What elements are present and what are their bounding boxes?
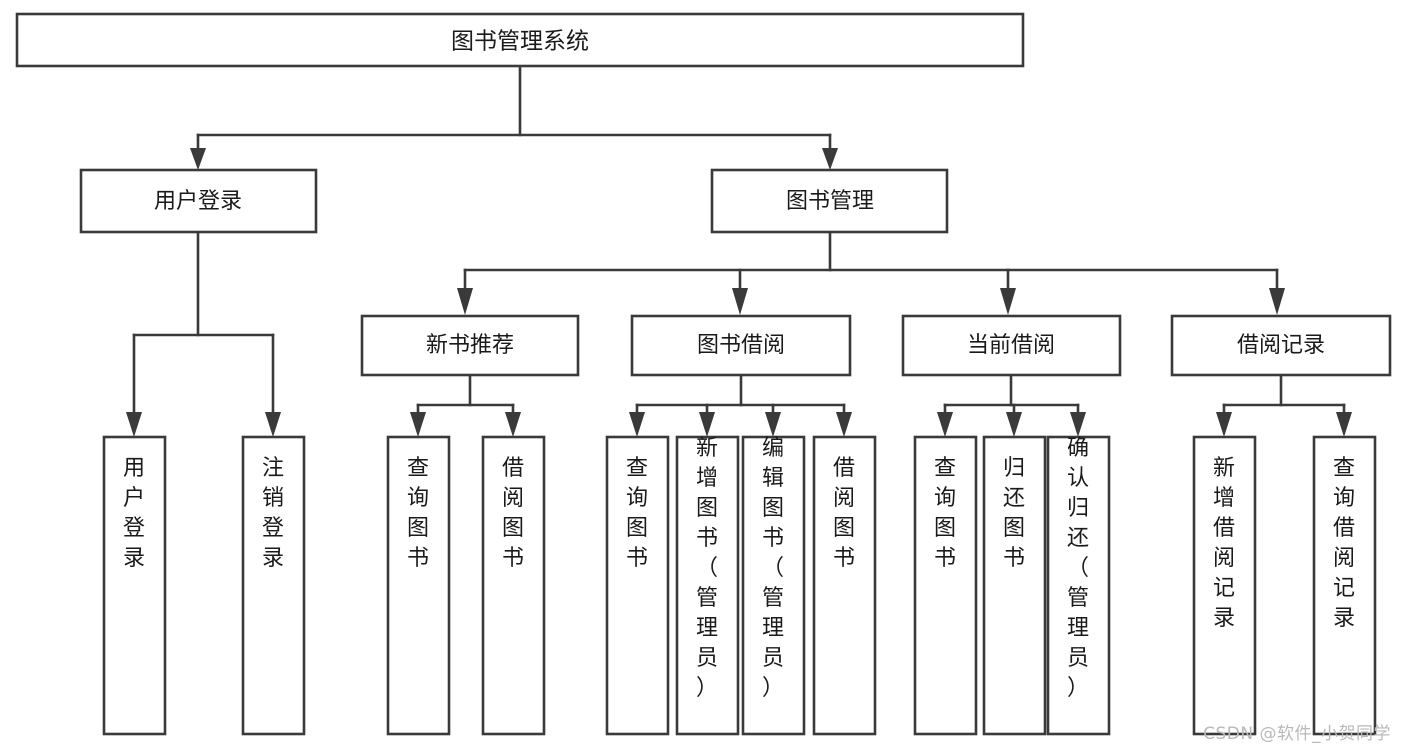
node-leaf-add-record-label: 新增借阅记录 [1213,456,1235,631]
connectors-group [126,64,1352,437]
node-leaf-confirm-return-box[interactable] [1046,435,1111,736]
node-current-borrow[interactable]: 当前借阅 [901,314,1122,377]
arrow-head-leaf-borrow-book-2 [836,412,852,437]
node-leaf-edit-book[interactable]: 编辑图书（管理员） [741,435,806,736]
node-leaf-add-record[interactable]: 新增借阅记录 [1192,435,1257,736]
node-root-label: 图书管理系统 [451,29,589,55]
node-leaf-edit-book-label: 编辑图书（管理员） [762,436,784,701]
node-book-borrow-box[interactable] [630,314,852,377]
node-leaf-logout[interactable]: 注销登录 [241,435,306,736]
arrow-head-leaf-add-book [699,412,715,437]
node-book-borrow-label: 图书借阅 [697,333,785,358]
arrow-head-leaf-return-book [1006,412,1022,437]
node-borrow-record-label: 借阅记录 [1237,333,1325,358]
node-leaf-query-book-1[interactable]: 查询图书 [386,435,451,736]
node-borrow-record-box[interactable] [1170,314,1392,377]
node-leaf-query-book-2-box[interactable] [605,435,670,736]
node-leaf-add-record-box[interactable] [1192,435,1257,736]
arrow-head-leaf-query-book-1 [410,412,426,437]
node-leaf-query-book-3-box[interactable] [913,435,978,736]
node-leaf-return-book[interactable]: 归还图书 [982,435,1047,736]
node-user-login-label: 用户登录 [154,189,242,214]
arrow-head-book-manage [822,148,838,170]
node-leaf-borrow-book-2-label: 借阅图书 [833,456,855,571]
node-leaf-user-login[interactable]: 用户登录 [102,435,167,736]
node-leaf-query-record-box[interactable] [1312,435,1377,736]
node-leaf-query-record-label: 查询借阅记录 [1333,456,1355,631]
node-leaf-query-book-2[interactable]: 查询图书 [605,435,670,736]
arrow-head-leaf-query-book-3 [937,412,953,437]
node-leaf-query-book-1-label: 查询图书 [407,456,429,571]
arrow-head-leaf-borrow-book-1 [505,412,521,437]
node-leaf-borrow-book-1-label: 借阅图书 [502,456,524,571]
node-root[interactable]: 图书管理系统 [15,12,1025,68]
node-new-book-rec-box[interactable] [360,314,580,377]
node-leaf-confirm-return-label: 确认归还（管理员） [1067,436,1089,701]
arrow-head-book-borrow [732,288,748,315]
node-current-borrow-box[interactable] [901,314,1122,377]
arrow-head-leaf-add-record [1216,412,1232,437]
node-leaf-borrow-book-2[interactable]: 借阅图书 [812,435,877,736]
arrow-head-leaf-query-record [1336,412,1352,437]
node-leaf-confirm-return[interactable]: 确认归还（管理员） [1046,435,1111,736]
arrow-head-current-borrow [1000,288,1016,315]
node-book-borrow[interactable]: 图书借阅 [630,314,852,377]
node-leaf-query-book-3[interactable]: 查询图书 [913,435,978,736]
node-leaf-query-book-1-box[interactable] [386,435,451,736]
node-borrow-record[interactable]: 借阅记录 [1170,314,1392,377]
arrow-head-leaf-query-book-2 [629,412,645,437]
node-leaf-borrow-book-1[interactable]: 借阅图书 [481,435,546,736]
node-leaf-query-record[interactable]: 查询借阅记录 [1312,435,1377,736]
node-leaf-logout-box[interactable] [241,435,306,736]
arrow-head-leaf-confirm-return [1070,412,1086,437]
node-leaf-add-book-box[interactable] [675,435,740,736]
node-new-book-rec[interactable]: 新书推荐 [360,314,580,377]
node-leaf-user-login-label: 用户登录 [123,456,145,571]
node-current-borrow-label: 当前借阅 [967,333,1055,358]
node-leaf-return-book-label: 归还图书 [1003,456,1025,571]
arrow-head-user-login [190,148,206,170]
arrow-head-new-book-rec [457,288,473,315]
node-leaf-logout-label: 注销登录 [262,456,284,571]
node-leaf-add-book-label: 新增图书（管理员） [696,436,718,701]
node-leaf-return-book-box[interactable] [982,435,1047,736]
arrow-head-leaf-logout [265,412,281,437]
node-user-login[interactable]: 用户登录 [79,168,318,234]
node-leaf-edit-book-box[interactable] [741,435,806,736]
node-leaf-borrow-book-1-box[interactable] [481,435,546,736]
arrow-head-borrow-record [1269,288,1285,315]
arrow-head-leaf-edit-book [765,412,781,437]
node-leaf-user-login-box[interactable] [102,435,167,736]
node-user-login-box[interactable] [79,168,318,234]
node-leaf-query-book-2-label: 查询图书 [626,456,648,571]
node-book-manage-label: 图书管理 [786,189,874,214]
arrow-head-leaf-user-login [126,412,142,437]
node-new-book-rec-label: 新书推荐 [426,333,514,358]
node-leaf-add-book[interactable]: 新增图书（管理员） [675,435,740,736]
csdn-watermark: CSDN @软件_小贺同学 [1203,724,1391,744]
node-leaf-borrow-book-2-box[interactable] [812,435,877,736]
node-root-box[interactable] [15,12,1025,68]
node-leaf-query-book-3-label: 查询图书 [934,456,956,571]
node-book-manage-box[interactable] [710,168,949,234]
node-book-manage[interactable]: 图书管理 [710,168,949,234]
